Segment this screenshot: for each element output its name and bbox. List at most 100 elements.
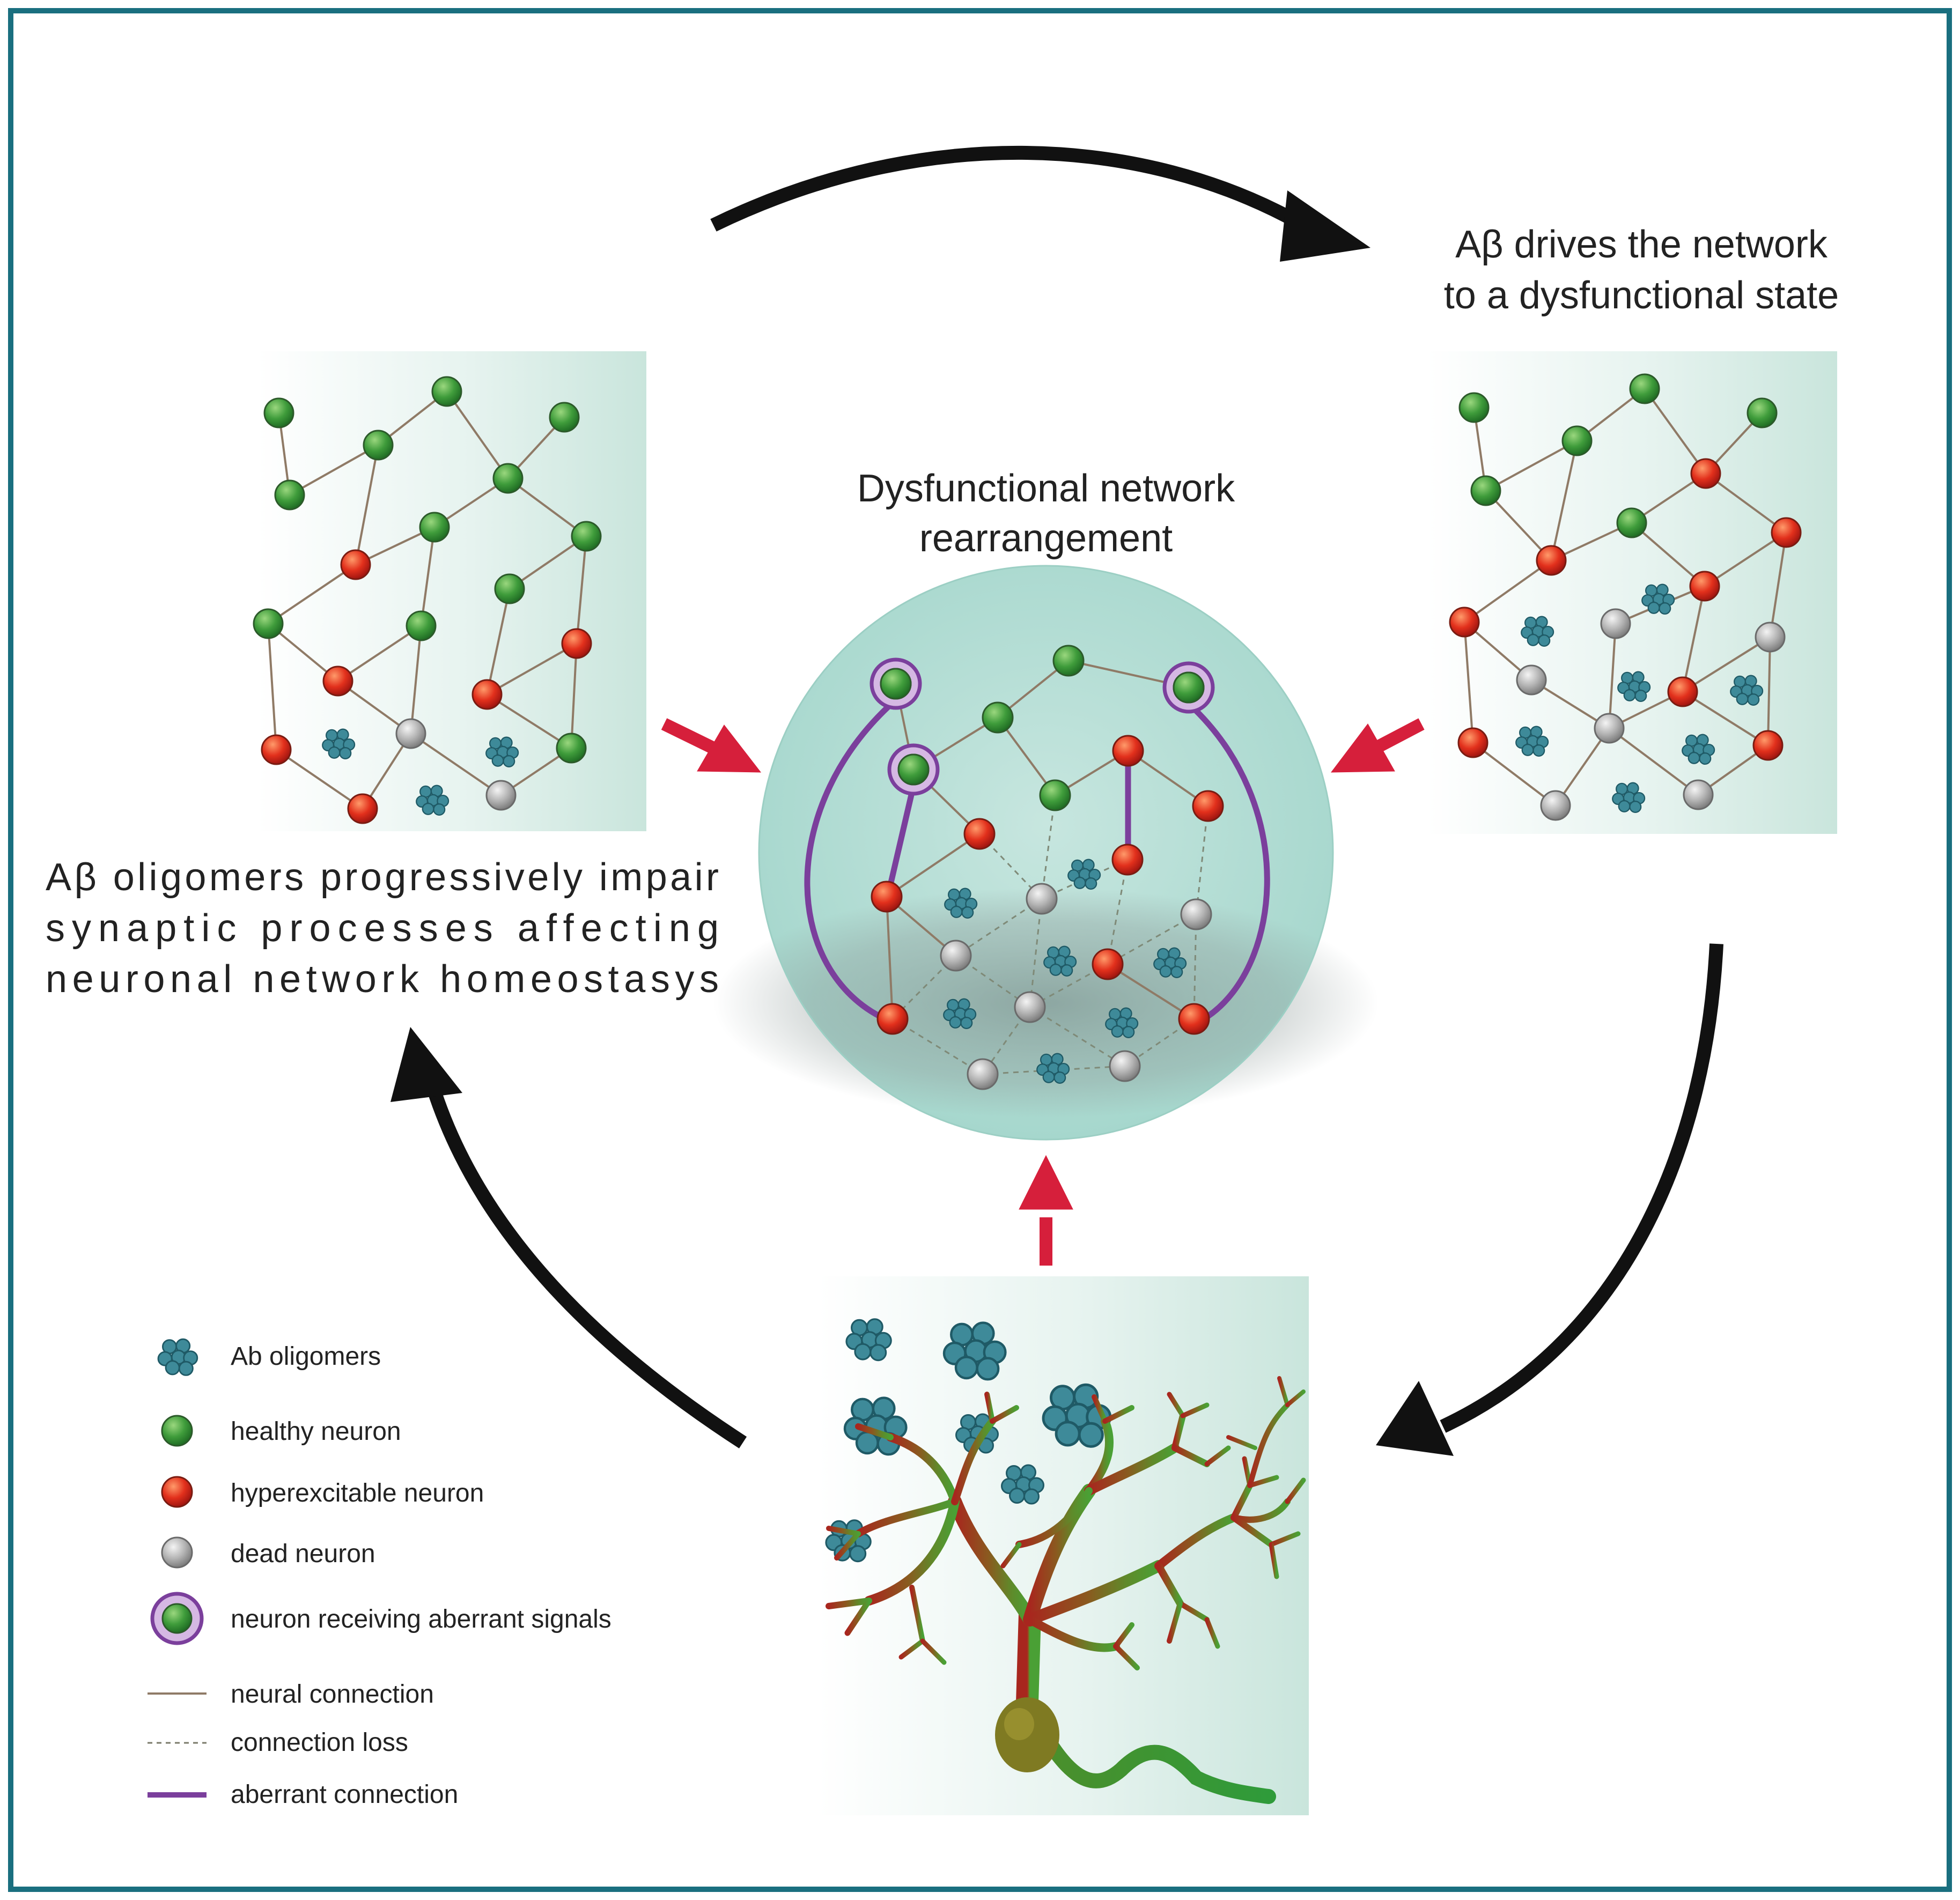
dendrite-branch	[984, 1392, 995, 1424]
dendrite-branch	[1269, 1542, 1279, 1579]
hyperexcitable-neuron	[561, 628, 592, 659]
legend-healthy-label: healthy neuron	[231, 1417, 401, 1446]
legend: Ab oligomers healthy neuron hyperexcitab…	[148, 1338, 611, 1809]
legend-dead-icon	[161, 1536, 193, 1569]
dendrite-branch	[990, 1405, 1019, 1424]
aberrant-connection	[1185, 700, 1270, 1019]
healthy-neuron	[1747, 397, 1778, 428]
dendrite-branch	[920, 1638, 947, 1665]
dendrite-branch	[844, 1598, 872, 1636]
dendrite-branch	[1180, 1402, 1210, 1418]
hyperexcitable-neuron	[1536, 545, 1567, 576]
dendrite-branch	[1092, 1394, 1108, 1424]
dendrite-branch	[1177, 1601, 1210, 1622]
hyperexcitable-neuron	[322, 666, 353, 697]
neural-connection	[1682, 586, 1706, 692]
dendrite-branch	[1026, 1615, 1120, 1652]
healthy-neuron	[556, 733, 587, 764]
legend-dead-label: dead neuron	[231, 1540, 375, 1568]
arrowhead	[390, 1027, 462, 1102]
red-arrow-icon	[1019, 1155, 1073, 1210]
neural-connection	[355, 445, 379, 565]
legend-oligomers-label: Ab oligomers	[231, 1342, 381, 1371]
dendritic-tree-icon	[826, 1376, 1306, 1804]
hyperexcitable-neuron	[1690, 458, 1721, 489]
hyperexcitable-neuron	[1449, 607, 1480, 638]
dendrite-branch	[864, 1497, 960, 1606]
neural-connection	[267, 564, 357, 625]
hyperexcitable-neuron	[1752, 730, 1784, 761]
dendrite-branch	[1167, 1601, 1183, 1644]
healthy-neuron	[1561, 425, 1593, 456]
hyperexcitable-neuron	[471, 679, 503, 710]
neural-connection	[1682, 636, 1771, 693]
healthy-neuron	[1616, 507, 1647, 538]
neural-connection	[1107, 963, 1195, 1020]
healthy-neuron	[1173, 671, 1205, 704]
neural-connection	[570, 643, 578, 749]
dendrite-branch	[1230, 1514, 1274, 1548]
neural-connection	[507, 477, 587, 537]
dead-neuron	[1516, 664, 1547, 696]
legend-healthy-icon	[161, 1415, 193, 1447]
dendrite-branch	[1102, 1405, 1134, 1424]
neural-connection	[1608, 623, 1617, 729]
dead-neuron	[1540, 790, 1571, 821]
cycle-arrows	[425, 145, 1723, 1448]
neural-connection	[886, 833, 981, 898]
hyperexcitable-neuron	[340, 549, 371, 580]
neural-connection	[420, 527, 436, 626]
aberrant-connection	[804, 697, 899, 1019]
hyperexcitable-neuron	[1092, 948, 1124, 980]
connection-loss	[982, 1065, 1125, 1075]
left-caption-line-2: synaptic processes affecting	[46, 907, 719, 950]
dendrite-branch	[1084, 1443, 1180, 1496]
healthy-neuron	[406, 610, 437, 641]
neural-connection	[1705, 472, 1787, 534]
connection-loss	[1041, 795, 1056, 899]
healthy-neuron	[419, 512, 450, 543]
arrowheads	[390, 190, 1454, 1456]
hyperexcitable-neuron	[876, 1003, 909, 1035]
dendrite-branch	[1113, 1622, 1134, 1649]
neural-connection	[275, 749, 364, 810]
dendrite-branch	[1226, 1435, 1257, 1450]
red-arrow-icon	[1330, 723, 1395, 773]
dendrite-branch	[948, 1495, 1037, 1627]
neural-connection	[509, 535, 587, 590]
dendrite-branch	[854, 1498, 959, 1537]
hyperexcitable-neuron	[963, 818, 996, 850]
dead-neuron	[1594, 713, 1625, 744]
panel-dysfunctional-network	[1427, 351, 1837, 834]
hyperexcitable-neuron	[1457, 727, 1489, 758]
neural-connection	[289, 444, 379, 496]
dendrite-branch	[855, 1423, 894, 1440]
dendrite-branch	[909, 1585, 925, 1644]
neural-connection	[1608, 727, 1699, 796]
dendrite-branch	[1016, 1603, 1041, 1714]
dendrite-branch	[1024, 1560, 1165, 1625]
input-arrows	[661, 718, 1425, 1266]
dendrite-branch	[1277, 1376, 1290, 1407]
neural-connection	[410, 733, 502, 796]
dendrite-branch	[1171, 1413, 1186, 1451]
neural-connection	[337, 625, 422, 682]
connection-loss	[1195, 805, 1209, 915]
healthy-neuron	[431, 376, 462, 407]
neural-connection	[1644, 388, 1707, 475]
hyperexcitable-neuron	[1111, 844, 1144, 876]
curved-black-arrow-icon	[1440, 943, 1723, 1433]
connection-loss	[1029, 1006, 1125, 1067]
healthy-neuron	[494, 573, 525, 604]
healthy-neuron	[982, 701, 1014, 734]
center-caption-line-1: Dysfunctional network	[857, 467, 1235, 510]
hyperexcitable-neuron	[1178, 1003, 1210, 1035]
healthy-neuron	[253, 608, 284, 639]
arrowhead	[1376, 1381, 1454, 1456]
dendrite-branch	[1167, 1392, 1185, 1418]
top-caption-line-1: Aβ drives the network	[1455, 223, 1828, 266]
dead-neuron	[1683, 779, 1714, 810]
dendrite-branch	[1015, 1487, 1093, 1548]
legend-connection-loss-label: connection loss	[231, 1728, 408, 1757]
legend-aberrant-neuron-icon	[161, 1603, 193, 1634]
